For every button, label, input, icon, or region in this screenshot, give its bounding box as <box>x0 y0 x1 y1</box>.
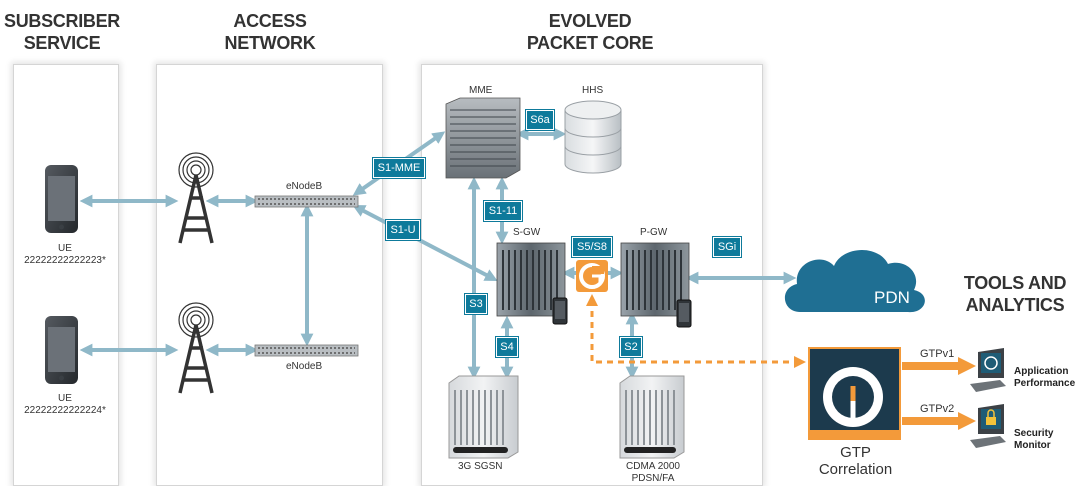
sgsn-rack-icon <box>448 375 519 459</box>
hhs-label: HHS <box>582 85 604 96</box>
enodeb1-label: eNodeB <box>286 181 323 192</box>
cdma-rack-icon <box>619 375 685 459</box>
header-subscriber-line2: SERVICE <box>23 33 101 53</box>
header-tools-analytics: TOOLS AND ANALYTICS <box>955 272 1075 316</box>
subscriber-panel <box>13 64 119 486</box>
ue2-name: UE <box>58 393 72 404</box>
ue1-id: 22222222222223* <box>24 255 106 266</box>
header-subscriber-line1: SUBSCRIBER <box>3 11 120 31</box>
ue2-phone-icon <box>45 316 78 384</box>
pgw-rack-icon <box>620 242 692 328</box>
ue1-name: UE <box>58 243 72 254</box>
interface-s1-11: S1-11 <box>484 201 522 221</box>
header-access-network: ACCESS NETWORK <box>205 10 335 54</box>
security-monitor-icon <box>970 404 1006 448</box>
header-access-line1: ACCESS <box>233 11 307 31</box>
interface-s4: S4 <box>496 337 518 357</box>
mme-server-icon <box>445 97 521 179</box>
gtp-correlation-title: GTP Correlation <box>798 444 913 478</box>
application-performance-monitor-icon <box>970 348 1006 392</box>
ue1-phone-icon <box>45 165 78 233</box>
sec-line1: Security <box>1014 428 1054 439</box>
cdma-line2: PDSN/FA <box>631 473 675 484</box>
header-subscriber-service: SUBSCRIBER SERVICE <box>2 10 122 54</box>
gtpv2-label: GTPv2 <box>920 403 955 415</box>
application-performance-label: Application Performance <box>1014 366 1075 390</box>
gtp-title-line2: Correlation <box>818 461 893 478</box>
ue2-id: 22222222222224* <box>24 405 106 416</box>
gtp-output-arrows <box>902 362 962 425</box>
access-panel <box>156 64 383 486</box>
interface-s1-mme: S1-MME <box>373 158 425 178</box>
interface-s1-u: S1-U <box>386 220 420 240</box>
pgw-label: P-GW <box>640 227 668 238</box>
app-line2: Performance <box>1014 378 1076 389</box>
link-enodeb-sgw <box>352 205 498 281</box>
tower1-icon <box>178 152 214 244</box>
pdn-label: PDN <box>874 288 910 307</box>
interface-s6a: S6a <box>526 110 554 130</box>
tower2-icon <box>178 302 214 394</box>
gtp-tap-icon <box>576 260 608 292</box>
cdma-label: CDMA 2000 PDSN/FA <box>618 461 688 485</box>
interface-sgi: SGi <box>713 237 741 257</box>
cdma-line1: CDMA 2000 <box>626 461 680 472</box>
interface-s2: S2 <box>620 337 642 357</box>
pdn-cloud-icon <box>784 249 925 313</box>
enodeb1-switch-icon <box>254 195 359 208</box>
header-access-line2: NETWORK <box>224 33 316 53</box>
ue1-label: UE 22222222222223* <box>20 243 110 267</box>
enodeb2-label: eNodeB <box>286 361 323 372</box>
header-evolved-packet-core: EVOLVED PACKET CORE <box>515 10 665 54</box>
gtp-correlation-box-icon <box>808 347 901 440</box>
hhs-database-icon <box>564 100 622 174</box>
sgw-label: S-GW <box>513 227 541 238</box>
header-tools-line2: ANALYTICS <box>965 295 1065 315</box>
security-monitor-label: Security Monitor <box>1014 428 1053 452</box>
header-core-line1: EVOLVED <box>548 11 632 31</box>
app-line1: Application <box>1014 366 1069 377</box>
interface-s5-s8: S5/S8 <box>572 237 612 257</box>
gtpv1-label: GTPv1 <box>920 348 955 360</box>
sgsn-label: 3G SGSN <box>458 461 503 472</box>
sec-line2: Monitor <box>1014 440 1051 451</box>
enodeb2-switch-icon <box>254 344 359 357</box>
interface-s3: S3 <box>465 294 487 314</box>
header-core-line2: PACKET CORE <box>526 33 654 53</box>
mme-label: MME <box>469 85 493 96</box>
sgw-rack-icon <box>496 242 568 325</box>
ue2-label: UE 22222222222224* <box>20 393 110 417</box>
gtp-title-line1: GTP <box>840 444 871 461</box>
header-tools-line1: TOOLS AND <box>963 273 1067 293</box>
gtp-tap-line <box>586 294 806 368</box>
